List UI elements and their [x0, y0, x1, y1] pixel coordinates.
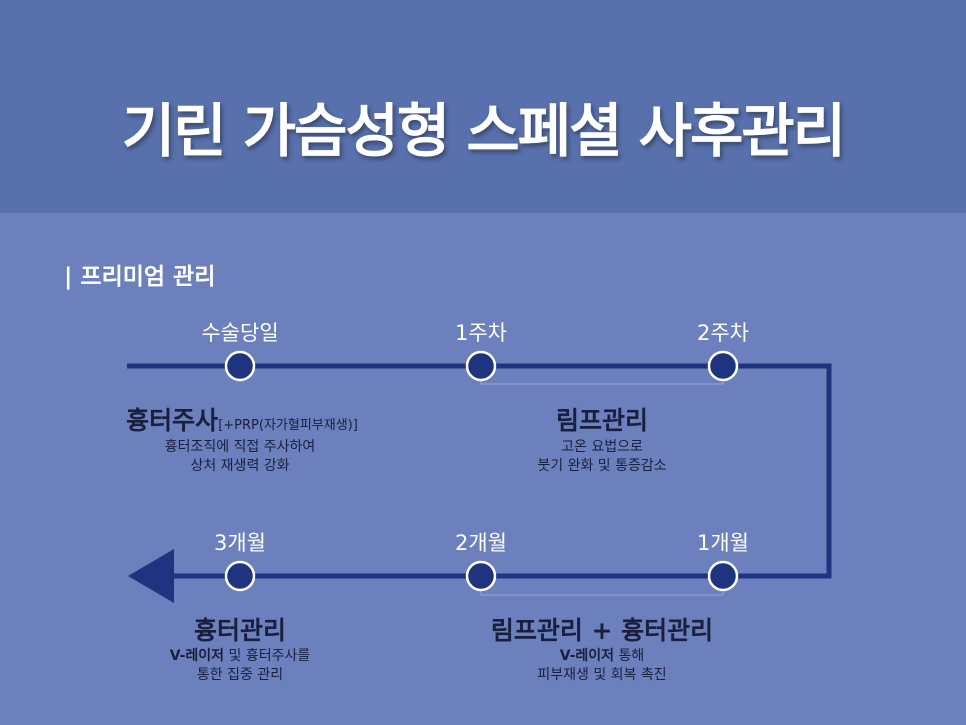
desc-line: 피부재생 및 회복 촉진	[537, 667, 667, 683]
milestone-3m: 3개월	[213, 531, 267, 555]
care-title-text: 흉터주사	[126, 406, 219, 435]
header-banner: 기린 가슴성형 스페셜 사후관리	[0, 0, 966, 213]
milestone-1w: 1주차	[454, 321, 508, 345]
care-desc-scar-injection: 흉터조직에 직접 주사하여 상처 재생력 강화	[165, 438, 316, 476]
desc-line: 상처 재생력 강화	[190, 458, 290, 474]
care-title-lymph-scar: 림프관리 + 흉터관리	[490, 616, 714, 645]
section-label: | 프리미엄 관리	[64, 264, 216, 290]
node-2w	[707, 350, 739, 382]
care-desc-lymph: 고온 요법으로 붓기 완화 및 통증감소	[537, 438, 666, 476]
desc-rest: 통해	[614, 648, 645, 664]
desc-line: 통한 집중 관리	[196, 667, 284, 683]
care-title-scar: 흉터관리	[193, 616, 287, 645]
care-title-suffix: [+PRP(자가혈피부재생)]	[218, 418, 358, 433]
care-desc-lymph-scar: V-레이저 통해 피부재생 및 회복 촉진	[537, 647, 666, 685]
care-desc-scar: V-레이저 및 흉터주사를 통한 집중 관리	[170, 647, 310, 685]
node-3m	[224, 560, 256, 592]
timeline-arrowhead	[128, 549, 174, 603]
node-2m	[465, 560, 497, 592]
care-title-scar-injection: 흉터주사[+PRP(자가혈피부재생)]	[126, 401, 358, 437]
milestone-2m: 2개월	[454, 531, 508, 555]
care-title-lymph: 림프관리	[555, 406, 649, 435]
node-day0	[224, 350, 256, 382]
desc-line: V-레이저 및 흉터주사를	[170, 647, 310, 666]
desc-line: 흉터조직에 직접 주사하여	[164, 439, 316, 455]
desc-line: 붓기 완화 및 통증감소	[537, 458, 667, 474]
milestone-day0: 수술당일	[201, 321, 279, 345]
desc-line: V-레이저 통해	[537, 647, 666, 666]
node-1w	[465, 350, 497, 382]
desc-bold: V-레이저	[169, 648, 225, 664]
desc-line: 고온 요법으로	[561, 439, 643, 455]
desc-rest: 및 흉터주사를	[224, 648, 311, 664]
milestone-2w: 2주차	[696, 321, 750, 345]
desc-bold: V-레이저	[559, 648, 615, 664]
page-title: 기린 가슴성형 스페셜 사후관리	[121, 97, 846, 165]
milestone-1m: 1개월	[696, 531, 750, 555]
node-1m	[707, 560, 739, 592]
